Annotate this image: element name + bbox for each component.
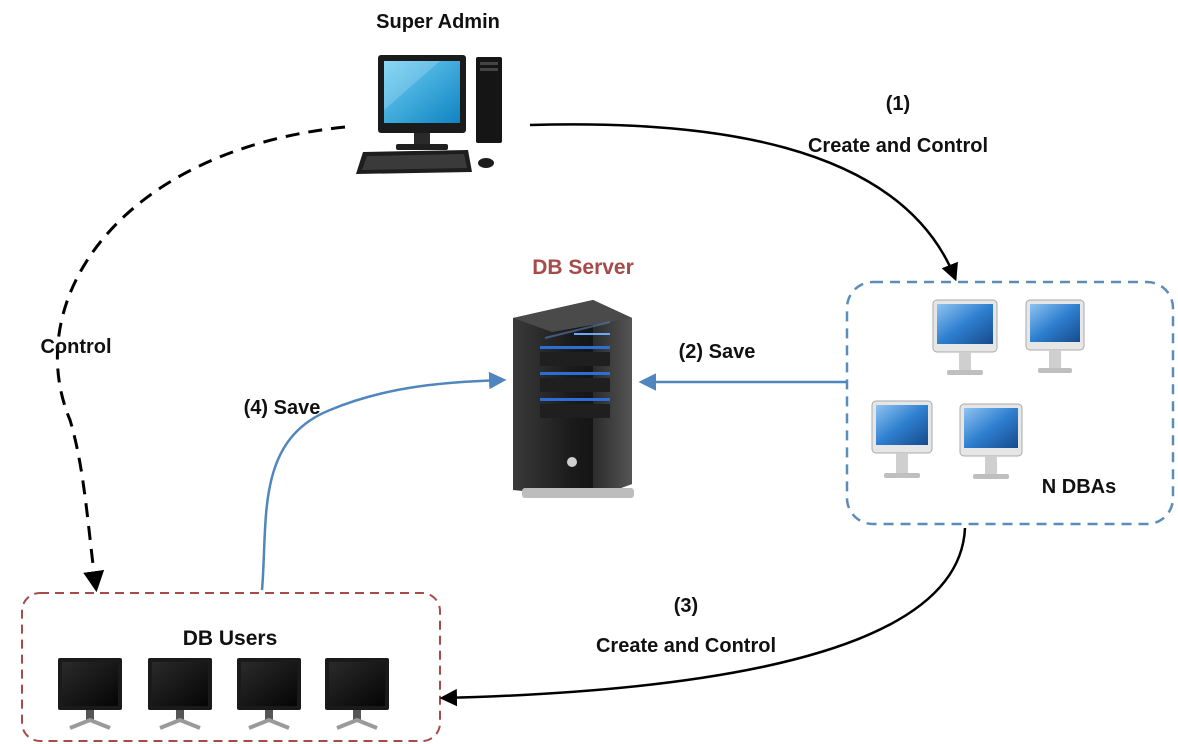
edge-4-label: (4) Save — [244, 397, 321, 419]
server-tower-icon — [513, 300, 634, 498]
edge-1-step-label: (1) — [886, 93, 910, 115]
imac-monitor-icon — [1025, 299, 1085, 373]
db-users-label: DB Users — [183, 627, 278, 650]
flat-monitor-icon — [148, 658, 212, 730]
db-users-group-box — [21, 592, 441, 742]
desktop-computer-icon — [356, 55, 502, 174]
edge-users-to-server — [260, 371, 507, 591]
edge-1-label: Create and Control — [808, 135, 988, 157]
edge-admin-to-dbas — [529, 123, 958, 282]
flat-monitor-icon — [325, 658, 389, 730]
flat-monitor-icon — [58, 658, 122, 730]
edge-control-label: Control — [40, 336, 111, 358]
edge-3-label: Create and Control — [596, 635, 776, 657]
db-server-label: DB Server — [532, 256, 634, 279]
imac-monitor-icon — [932, 299, 998, 375]
flat-monitor-icon — [237, 658, 301, 730]
edge-3-step-label: (3) — [674, 595, 698, 617]
edge-dbas-to-users — [439, 527, 967, 707]
edge-2-label: (2) Save — [679, 341, 756, 363]
edge-admin-to-users — [55, 125, 346, 593]
super-admin-label: Super Admin — [376, 11, 500, 33]
dbas-group-box — [845, 280, 1175, 526]
imac-monitor-icon — [959, 403, 1023, 479]
n-dbas-label: N DBAs — [1042, 476, 1116, 498]
imac-monitor-icon — [871, 400, 933, 478]
